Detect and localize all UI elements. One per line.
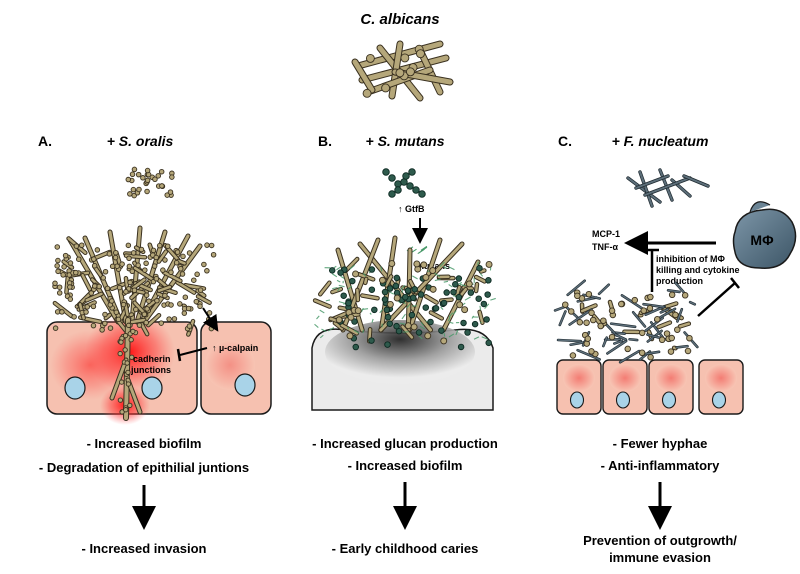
panel-c-outcome-1: - Fewer hyphae <box>613 436 708 451</box>
gtfb-label: ↑ GtfB <box>398 204 425 214</box>
candida-mutans-biofilm-icon <box>312 235 496 351</box>
panel-b-outcome-2: - Increased biofilm <box>348 458 463 473</box>
candida-cluster-icon <box>351 40 454 102</box>
panel-b-partner: + S. mutans <box>366 133 445 149</box>
tnf-label: TNF-α <box>592 242 618 252</box>
panel-c-letter: C. <box>558 133 572 149</box>
panel-a-outcome-1: - Increased biofilm <box>87 436 202 451</box>
macrophage-icon <box>732 208 797 269</box>
panel-a-letter: A. <box>38 133 52 149</box>
mcp1-label: MCP-1 <box>592 229 620 239</box>
candida-oralis-biofilm-icon <box>52 225 217 421</box>
s-mutans-chain-icon <box>382 168 426 198</box>
panel-c-partner: + F. nucleatum <box>612 133 709 149</box>
panel-c-outcome-2: - Anti-inflammatory <box>601 458 720 473</box>
s-oralis-cocci-icon <box>125 166 175 199</box>
f-nucleatum-rods-icon <box>626 168 710 208</box>
panel-b: B. + S. mutans ↑ GtfB glucans - Increase… <box>311 133 498 556</box>
panel-a-result: - Increased invasion <box>82 541 207 556</box>
inhibition-label-1: inhibition of MΦ <box>656 254 725 264</box>
inhibition-label-2: killing and cytokine <box>656 265 740 275</box>
panel-a-outcome-2: - Degradation of epithilial juntions <box>39 460 249 475</box>
nucleus <box>234 373 256 397</box>
panel-c: C. + F. nucleatum MCP-1 TNF-α inhibition… <box>553 133 797 565</box>
candida-title: C. albicans <box>360 11 439 28</box>
epithelial-cells-row <box>556 359 744 415</box>
nucleus <box>141 376 163 400</box>
cadherin-label: cadherin <box>133 354 171 364</box>
calpain-label: ↑ µ-calpain <box>212 343 258 353</box>
panel-b-letter: B. <box>318 133 332 149</box>
panel-b-result: - Early childhood caries <box>332 541 479 556</box>
panel-c-result-line-1: Prevention of outgrowth/ <box>583 533 737 548</box>
panel-b-outcome-1: - Increased glucan production <box>312 436 498 451</box>
junctions-label: junctions <box>130 365 171 375</box>
candida-fusobacterium-biofilm-icon <box>553 279 699 364</box>
panel-a-partner: + S. oralis <box>107 133 174 149</box>
inhibition-label-3: production <box>656 276 703 286</box>
macrophage-label: MΦ <box>750 232 774 248</box>
panel-a: A. + S. oralis ↑ µ-calpain cadherin junc… <box>38 133 272 556</box>
nucleus <box>64 376 86 400</box>
panel-c-result-line-2: immune evasion <box>609 550 711 565</box>
